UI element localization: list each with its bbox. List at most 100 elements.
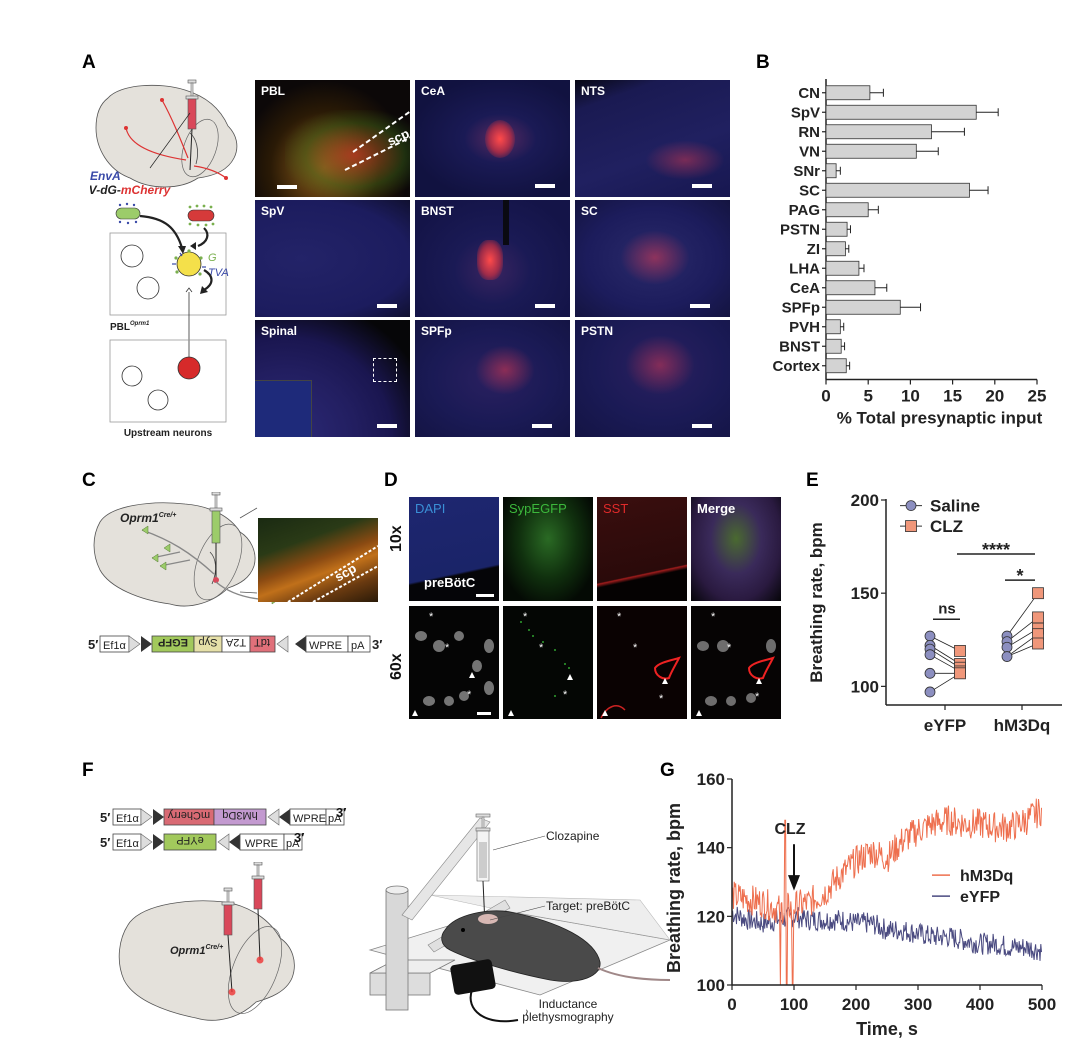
rabies-virus-icon bbox=[187, 209, 215, 222]
clz-point bbox=[1032, 587, 1044, 600]
category-label: eYFP bbox=[924, 716, 967, 735]
cassette-diagram: 5′ Ef1α EGFP Syp T2A tdT WPRE pA 3′ bbox=[88, 635, 382, 653]
svg-text:*: * bbox=[523, 611, 528, 623]
traced-neuron-icon bbox=[177, 356, 201, 380]
panel-letter-f: F bbox=[82, 760, 94, 781]
svg-text:tdT: tdT bbox=[254, 636, 270, 648]
svg-text:*: * bbox=[445, 642, 450, 654]
scale-bar bbox=[377, 424, 397, 428]
scp-label: scp bbox=[332, 560, 359, 584]
category-label: SC bbox=[799, 182, 820, 199]
svg-text:pA: pA bbox=[351, 640, 365, 652]
bar bbox=[825, 260, 860, 276]
micrograph-c-inset: scp bbox=[258, 518, 378, 602]
bar bbox=[825, 104, 977, 120]
panel-letter-d: D bbox=[384, 470, 398, 491]
legend-clz-marker bbox=[905, 520, 917, 532]
saline-point bbox=[924, 649, 936, 661]
tick-label: 15 bbox=[943, 387, 962, 406]
micrograph-sc: SC bbox=[575, 200, 730, 317]
tick-label: 20 bbox=[985, 387, 1004, 406]
svg-text:WPRE: WPRE bbox=[309, 640, 342, 652]
panel-letter-a: A bbox=[82, 52, 96, 73]
stereotaxic-pole bbox=[385, 889, 409, 1011]
svg-text:*: * bbox=[539, 642, 544, 654]
upstream-neurons-label: Upstream neurons bbox=[124, 428, 213, 438]
panel-letter-b: B bbox=[756, 52, 770, 73]
category-label: LHA bbox=[789, 260, 820, 277]
scale-bar bbox=[690, 304, 710, 308]
micrograph-d-merge-10x: Merge bbox=[691, 497, 781, 601]
svg-text:≀: ≀ bbox=[525, 1008, 529, 1019]
bar bbox=[825, 358, 847, 374]
channel-label-sypegfp: SypEGFP bbox=[509, 501, 567, 516]
tick-label: 5 bbox=[863, 387, 872, 406]
svg-text:Syp: Syp bbox=[199, 636, 218, 648]
svg-text:*: * bbox=[563, 689, 568, 701]
scale-bar bbox=[535, 184, 555, 188]
svg-text:scp: scp bbox=[385, 126, 410, 149]
category-label: PVH bbox=[789, 319, 820, 336]
tick-label: 100 bbox=[851, 677, 879, 696]
saline-point bbox=[924, 667, 936, 679]
clz-point bbox=[1032, 611, 1044, 624]
tick-label: 25 bbox=[1028, 387, 1047, 406]
panel-c-schematic: Oprm1Cre/+ bbox=[90, 491, 380, 622]
bar-chart: CNSpVRNVNSNrSCPAGPSTNZILHACeASPFpPVHBNST… bbox=[772, 79, 1047, 428]
plethysmography-label: plethysmography bbox=[522, 1010, 613, 1024]
svg-text:Ef1α: Ef1α bbox=[116, 838, 140, 850]
sig-ns: ns bbox=[938, 601, 956, 618]
brain-anterograde-schematic: Oprm1Cre/+ bbox=[93, 491, 279, 607]
scale-bar bbox=[535, 304, 555, 308]
bar bbox=[825, 85, 871, 101]
bar bbox=[825, 241, 846, 257]
row-label-60x: 60x bbox=[388, 653, 405, 680]
micrograph-label: PSTN bbox=[581, 324, 614, 338]
panel-a-schematic: EnvA RV-dG-mCherry G TVA PBLOprm1 Upstre… bbox=[80, 78, 240, 439]
syringe-icon bbox=[185, 79, 199, 171]
micrograph-label: NTS bbox=[581, 84, 605, 98]
envA-label: EnvA bbox=[90, 169, 121, 183]
panel-letter-e: E bbox=[806, 470, 819, 491]
channel-label-merge: Merge bbox=[697, 501, 736, 516]
micrograph-d-sypegfp-10x: SypEGFP bbox=[503, 497, 593, 601]
panel-letter-g: G bbox=[660, 760, 675, 781]
genotype-label: Oprm1Cre/+ bbox=[170, 944, 223, 957]
brain-tracing-schematic: EnvA RV-dG-mCherry G TVA PBLOprm1 Upstre… bbox=[80, 79, 238, 439]
tick-label: 100 bbox=[697, 976, 725, 995]
micrograph-spv: SpV bbox=[255, 200, 410, 317]
y-axis-label: Breathing rate, bpm bbox=[807, 522, 826, 683]
g-protein-label: G bbox=[208, 252, 217, 264]
f-plethysmography-setup: ≀ Clozapine Target: preBötC Inductance p… bbox=[340, 790, 672, 1030]
f-genetic-cassettes: 5′ Ef1α mCherry hM3Dq WPRE pA 5′ Ef1α eY… bbox=[100, 806, 350, 854]
saline-point bbox=[924, 686, 936, 698]
category-label: SpV bbox=[791, 104, 820, 121]
category-label: PAG bbox=[789, 202, 820, 219]
inset-region-box bbox=[373, 358, 397, 382]
tick-label: 120 bbox=[697, 907, 725, 926]
micrograph-d-sypegfp-60x: * * * bbox=[503, 606, 593, 719]
channel-label-sst: SST bbox=[603, 501, 629, 516]
svg-text:*: * bbox=[467, 689, 472, 701]
starter-cell-icon bbox=[176, 251, 202, 277]
scale-bar bbox=[277, 185, 297, 189]
bar bbox=[825, 163, 837, 179]
scale-bar bbox=[692, 184, 712, 188]
clz-point bbox=[954, 645, 966, 657]
y-axis-label: Breathing rate, bpm bbox=[664, 803, 684, 973]
bar bbox=[825, 124, 932, 140]
mouse-icon bbox=[441, 910, 601, 982]
bar bbox=[825, 319, 841, 335]
category-label: RN bbox=[798, 124, 820, 141]
legend-saline-marker bbox=[905, 500, 917, 511]
category-label: PSTN bbox=[780, 221, 820, 238]
tick-label: 100 bbox=[780, 995, 808, 1014]
bar bbox=[825, 221, 848, 237]
syringe-icon bbox=[475, 813, 491, 926]
clz-annotation: CLZ bbox=[774, 821, 805, 838]
syringe-icon bbox=[221, 887, 236, 996]
legend-saline-label: Saline bbox=[930, 497, 980, 516]
inductance-label: Inductance bbox=[539, 997, 598, 1011]
